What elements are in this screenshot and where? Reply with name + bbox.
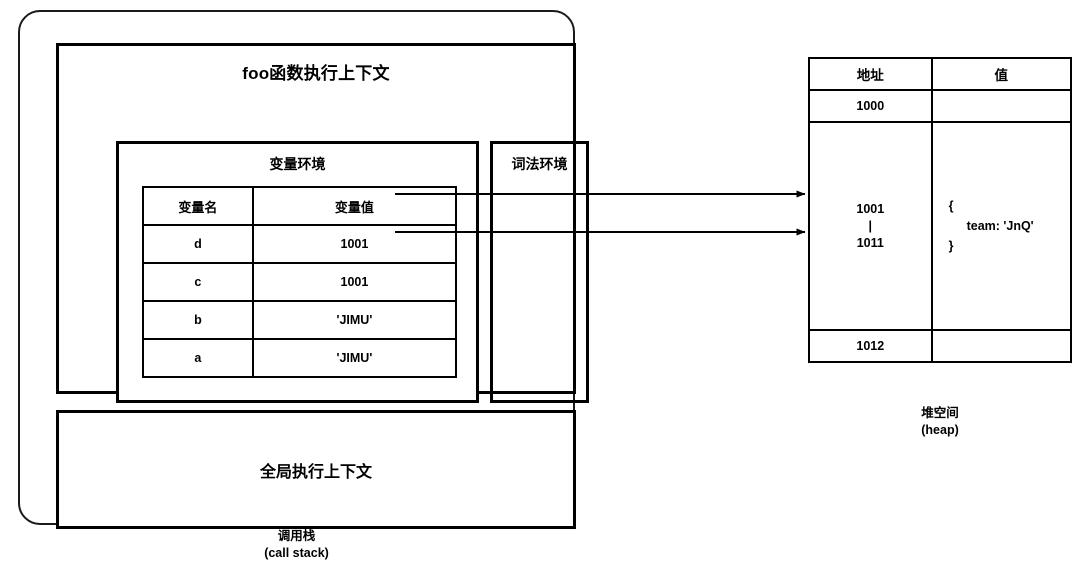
heap-object-close-brace: } — [948, 239, 954, 253]
table-row: 1012 — [808, 329, 1073, 363]
global-execution-context-title: 全局执行上下文 — [259, 463, 372, 481]
heap-caption-line2: (heap) — [921, 423, 959, 437]
heap-caption: 堆空间 (heap) — [808, 405, 1072, 439]
table-row: c 1001 — [142, 262, 458, 302]
foo-execution-context-box: foo函数执行上下文 变量环境 变量名 变量值 d 1001 — [56, 43, 589, 403]
global-execution-context-box: 全局执行上下文 — [56, 410, 576, 529]
heap-table-header-value: 值 — [930, 57, 1073, 91]
heap-table-header-address: 地址 — [808, 57, 933, 91]
heap-table: 地址 值 1000 1001 | 1011 { team: 'JnQ' } — [808, 57, 1073, 363]
table-row: b 'JIMU' — [142, 300, 458, 340]
heap-value-object: { team: 'JnQ' } — [930, 121, 1073, 331]
variable-value-a: 'JIMU' — [251, 338, 458, 378]
variable-name-b: b — [142, 300, 254, 340]
heap-address-1000: 1000 — [808, 89, 933, 123]
call-stack-caption-line2: (call stack) — [264, 546, 329, 560]
heap-value-1012 — [930, 329, 1073, 363]
table-row: 1000 — [808, 89, 1073, 123]
variable-value-d: 1001 — [251, 224, 458, 264]
call-stack-caption: 调用栈 (call stack) — [18, 528, 575, 562]
table-row: d 1001 — [142, 224, 458, 264]
heap-address-range-text: 1001 | 1011 — [856, 201, 885, 250]
heap-table-header-row: 地址 值 — [808, 57, 1073, 91]
table-row: a 'JIMU' — [142, 338, 458, 378]
heap-value-1000 — [930, 89, 1073, 123]
variable-table-header-name: 变量名 — [142, 186, 254, 226]
table-row: 1001 | 1011 { team: 'JnQ' } — [808, 121, 1073, 331]
heap-address-1012: 1012 — [808, 329, 933, 363]
call-stack-container: foo函数执行上下文 变量环境 变量名 变量值 d 1001 — [18, 10, 589, 529]
variable-table-header-value: 变量值 — [251, 186, 458, 226]
foo-execution-context-title: foo函数执行上下文 — [242, 64, 390, 83]
heap-object-open-brace: { — [948, 199, 954, 213]
variable-name-a: a — [142, 338, 254, 378]
heap-address-range: 1001 | 1011 — [808, 121, 933, 331]
call-stack-caption-line1: 调用栈 — [277, 529, 316, 543]
heap-object-property: team: 'JnQ' — [966, 219, 1034, 233]
variable-table-header-row: 变量名 变量值 — [142, 186, 458, 226]
heap-caption-line1: 堆空间 — [921, 406, 959, 420]
lexical-environment-box: 词法环境 — [490, 141, 589, 403]
variable-value-c: 1001 — [251, 262, 458, 302]
variable-table: 变量名 变量值 d 1001 c 1001 — [142, 186, 458, 378]
variable-name-c: c — [142, 262, 254, 302]
variable-environment-title: 变量环境 — [269, 156, 326, 172]
variable-environment-box: 变量环境 变量名 变量值 d 1001 c — [116, 141, 479, 403]
variable-name-d: d — [142, 224, 254, 264]
variable-value-b: 'JIMU' — [251, 300, 458, 340]
lexical-environment-title: 词法环境 — [511, 156, 568, 172]
